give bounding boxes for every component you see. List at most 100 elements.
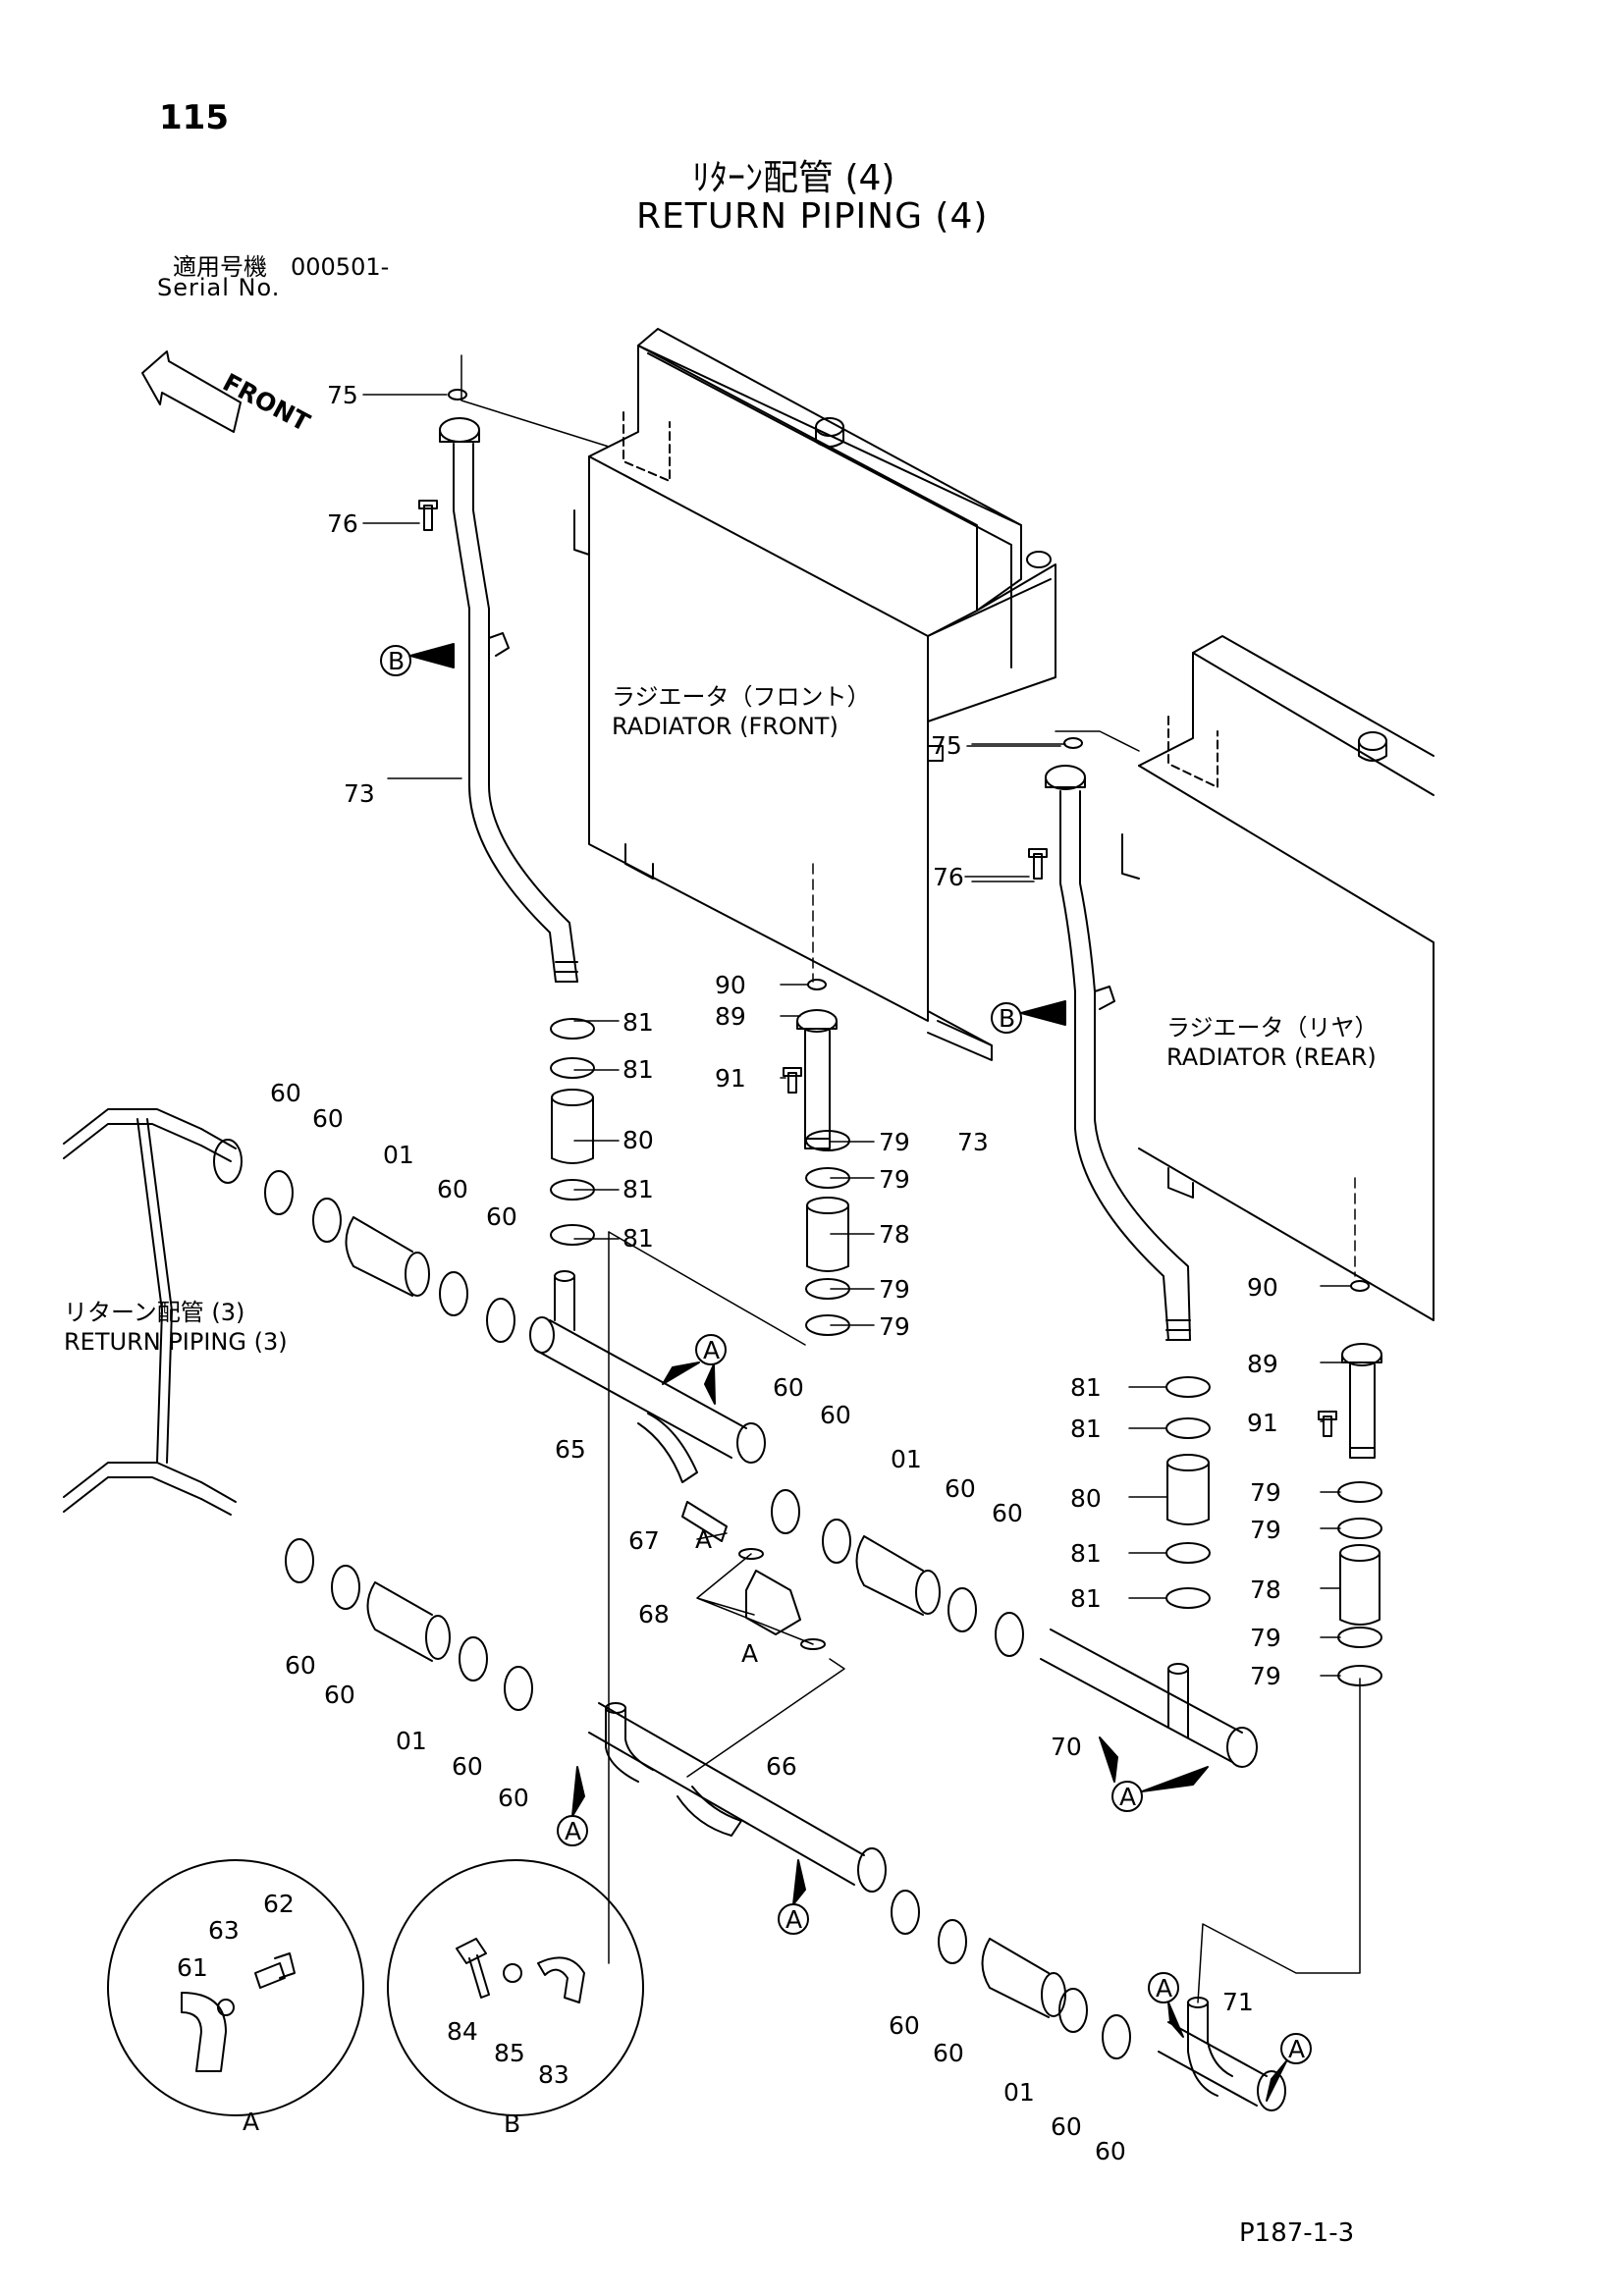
pipe-73-rear-drawing (1045, 765, 1191, 1341)
part-number-91: 91 (715, 1064, 746, 1093)
part-number-73: 73 (344, 779, 375, 808)
pipe-73-front-drawing (439, 417, 578, 983)
pipe-89-front-drawing (796, 1009, 838, 1149)
part-number-76: 76 (933, 863, 964, 891)
radiator-rear-label-japanese: ラジエータ（リヤ） (1166, 1014, 1379, 1041)
front-label: FRONT (218, 368, 314, 437)
part-number-80: 80 (623, 1126, 654, 1154)
part-number-75: 75 (327, 381, 358, 409)
o-ring-75-front (448, 389, 467, 400)
radiator-front-label: RADIATOR (FRONT) (612, 713, 839, 740)
marker-a-letter: A (565, 1817, 581, 1845)
part-number-79: 79 (879, 1312, 910, 1341)
part-number-60: 60 (312, 1104, 344, 1133)
part-number-60: 60 (498, 1784, 529, 1812)
part-number-81: 81 (623, 1224, 654, 1253)
pipe-71-drawing (1158, 1997, 1286, 2111)
serial-label: Serial No. (157, 274, 281, 301)
part-number-60: 60 (992, 1499, 1023, 1527)
part-number-81: 81 (1070, 1584, 1102, 1613)
part-number-60: 60 (820, 1401, 851, 1429)
sensor-column-clamps-front (805, 1130, 850, 1336)
part-number-79: 79 (879, 1275, 910, 1304)
part-number-75: 75 (931, 731, 962, 760)
marker-a-pipe66 (557, 1766, 588, 1846)
rear-sensor-clamps (1337, 1481, 1382, 1686)
part-number-60: 60 (1095, 2137, 1126, 2165)
marker-a-letter: A (1119, 1783, 1136, 1811)
pipe-89-rear-drawing (1341, 1343, 1382, 1459)
return-piping-3-label: RETURN PIPING (3) (64, 1328, 288, 1356)
part-number-60: 60 (452, 1752, 483, 1781)
detail-a-circle (107, 1859, 364, 2116)
part-number-79: 79 (879, 1165, 910, 1194)
part-number-61: 61 (177, 1953, 208, 1982)
part-number-84: 84 (447, 2017, 478, 2046)
part-number-79: 79 (879, 1128, 910, 1156)
marker-a-letter: A (785, 1905, 802, 1934)
marker-b-rear (991, 1000, 1066, 1034)
part-number-01: 01 (383, 1141, 414, 1169)
part-number-83: 83 (538, 2060, 569, 2089)
page-title-japanese: ﾘﾀｰﾝ配管 (4) (692, 158, 895, 198)
marker-a-letter: A (1288, 2035, 1305, 2063)
marker-a-letter: A (703, 1336, 720, 1364)
radiator-rear-drawing (1121, 635, 1435, 1321)
radiator-rear-label: RADIATOR (REAR) (1166, 1043, 1377, 1071)
part-number-78: 78 (879, 1220, 910, 1249)
part-number-89: 89 (1247, 1350, 1278, 1378)
part-number-60: 60 (773, 1373, 804, 1402)
part-number-85: 85 (494, 2039, 525, 2067)
part-number-81: 81 (1070, 1373, 1102, 1402)
radiator-front-drawing (573, 328, 1056, 1061)
o-ring-90-rear (1350, 1280, 1370, 1292)
part-number-60: 60 (889, 2011, 920, 2040)
fitting-68-drawing (745, 1570, 801, 1635)
o-ring-75-rear (1063, 737, 1083, 749)
detail-b-circle (387, 1859, 644, 2116)
part-number-60: 60 (285, 1651, 316, 1680)
o-ring-90-front (807, 979, 827, 990)
part-number-76: 76 (327, 509, 358, 538)
serial-label-japanese: 適用号機 000501- (173, 253, 390, 281)
pipe-66-drawing (588, 1702, 887, 1893)
part-number-91: 91 (1247, 1409, 1278, 1437)
lower-hose-row-2 (891, 1890, 1131, 2059)
part-number-90: 90 (715, 971, 746, 999)
marker-a-pipe65 (662, 1334, 727, 1405)
part-number-70: 70 (1051, 1733, 1082, 1761)
part-number-60: 60 (270, 1079, 301, 1107)
marker-a-pipe71-left (1148, 1972, 1184, 2038)
marker-a-pipe70 (1099, 1736, 1209, 1812)
hose-67-drawing (681, 1501, 728, 1542)
marker-b-letter: B (999, 1004, 1015, 1033)
part-number-68: 68 (638, 1600, 670, 1629)
part-number-81: 81 (623, 1175, 654, 1203)
part-number-79: 79 (1250, 1624, 1281, 1652)
page-title: RETURN PIPING (4) (636, 196, 989, 237)
part-number-81: 81 (623, 1055, 654, 1084)
return-piping-3-label-japanese: リターン配管 (3) (64, 1299, 244, 1326)
document-reference: P187-1-3 (1239, 2218, 1355, 2248)
marker-b-letter: B (388, 647, 405, 675)
part-number-01: 01 (396, 1727, 427, 1755)
marker-b-front (380, 643, 455, 676)
front-arrow-icon (141, 350, 242, 433)
detail-b-letter: B (504, 2109, 520, 2138)
fitting-a-letter: A (741, 1639, 758, 1668)
lower-hose-row (285, 1538, 533, 1711)
part-number-80: 80 (1070, 1484, 1102, 1513)
part-number-81: 81 (623, 1008, 654, 1037)
part-number-81: 81 (1070, 1415, 1102, 1443)
fitting-a-letter: A (695, 1525, 712, 1554)
part-number-79: 79 (1250, 1478, 1281, 1507)
part-number-60: 60 (437, 1175, 468, 1203)
upper-hose-row (213, 1139, 515, 1343)
part-number-60: 60 (486, 1202, 517, 1231)
part-number-60: 60 (933, 2039, 964, 2067)
part-number-73: 73 (957, 1128, 989, 1156)
part-number-01: 01 (891, 1445, 922, 1473)
part-number-67: 67 (628, 1526, 660, 1555)
detail-a-letter: A (243, 2108, 259, 2136)
